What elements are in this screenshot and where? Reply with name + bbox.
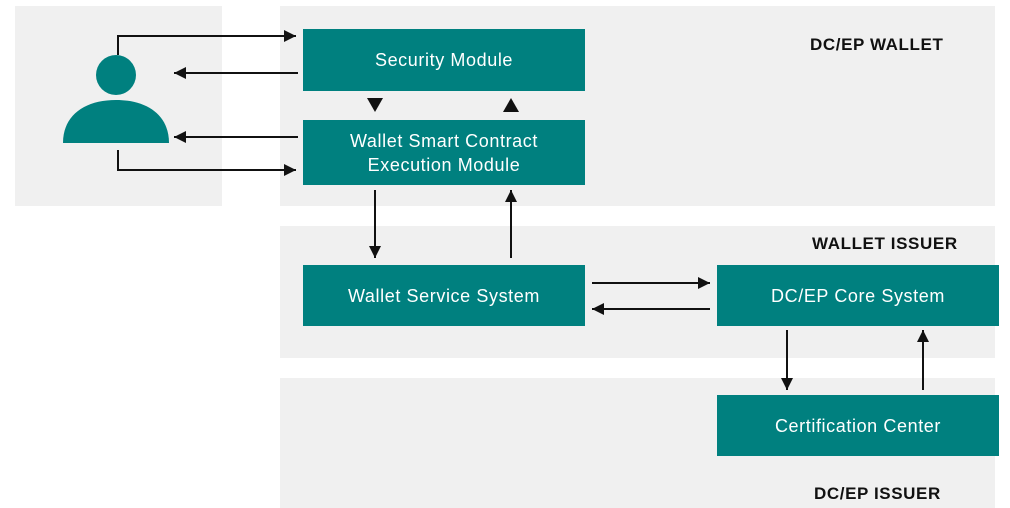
dcep-core-system-box: DC/EP Core System	[717, 265, 999, 326]
down-triangle-icon	[367, 98, 383, 112]
up-triangle-icon	[503, 98, 519, 112]
certification-center-label: Certification Center	[774, 415, 942, 436]
dcep-wallet-label: DC/EP WALLET	[810, 35, 944, 54]
user-to-security-arrow	[117, 30, 296, 55]
security-module-box: Security Module	[303, 29, 585, 91]
wallet-service-system-box: Wallet Service System	[303, 265, 585, 326]
user-icon	[63, 55, 169, 143]
user-to-contract-arrow	[117, 150, 296, 176]
security-module-label: Security Module	[374, 50, 514, 70]
wallet-issuer-label: WALLET ISSUER	[812, 234, 958, 253]
certification-center-box: Certification Center	[717, 395, 999, 456]
core-system-label: DC/EP Core System	[771, 285, 945, 306]
smart-contract-label-line2: Execution Module	[367, 154, 521, 175]
dcep-issuer-label: DC/EP ISSUER	[814, 484, 941, 503]
wallet-service-label: Wallet Service System	[348, 285, 540, 306]
smart-contract-module-box: Wallet Smart Contract Execution Module	[303, 120, 585, 185]
smart-contract-label-line1: Wallet Smart Contract	[350, 130, 538, 151]
